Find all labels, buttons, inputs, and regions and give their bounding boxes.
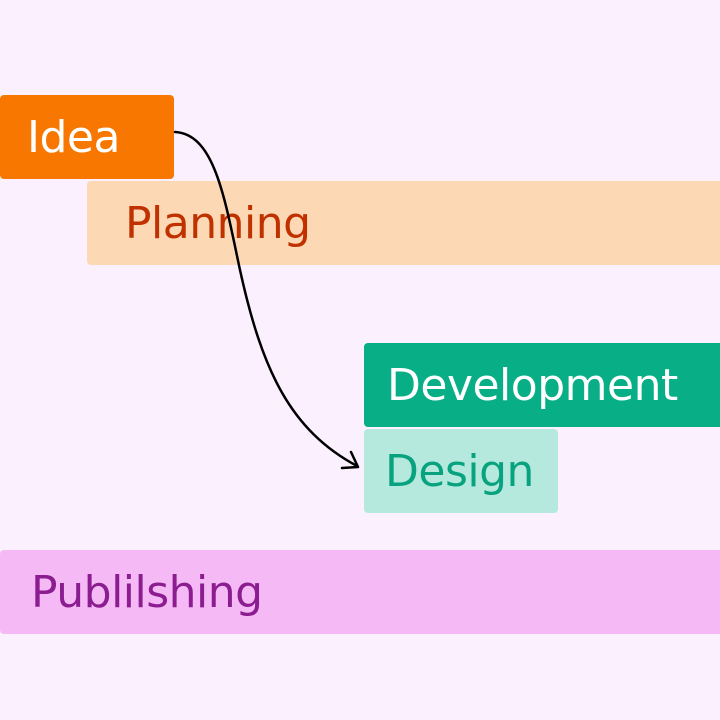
stage-planning: Planning	[87, 181, 720, 265]
stage-idea: Idea	[0, 95, 174, 179]
stage-planning-label: Planning	[125, 197, 311, 249]
stage-design: Design	[364, 429, 558, 513]
stage-design-label: Design	[385, 445, 534, 497]
stage-publishing-label: Publilshing	[31, 566, 263, 618]
stage-development-label: Development	[387, 359, 678, 411]
stage-development: Development	[364, 343, 720, 427]
stage-publishing: Publilshing	[0, 550, 720, 634]
stage-idea-label: Idea	[27, 111, 120, 163]
